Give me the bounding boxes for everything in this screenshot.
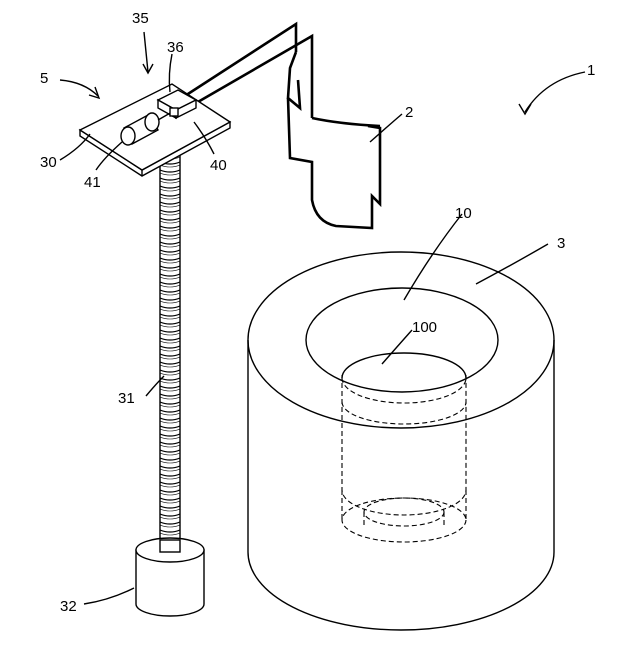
label-stage-unit: 5 <box>40 70 48 87</box>
label-plate: 30 <box>40 154 57 171</box>
crucible-rim <box>312 118 380 126</box>
leader-1 <box>525 72 585 112</box>
chamber-hidden-lines <box>342 375 466 542</box>
label-motor: 32 <box>60 598 77 615</box>
screw-shaft <box>160 150 180 550</box>
arm-upper-rod <box>174 24 296 103</box>
label-furnace: 3 <box>557 235 565 252</box>
reference-labels: 1 2 3 5 10 100 30 31 32 35 36 40 41 <box>40 10 595 615</box>
furnace-outer-wall <box>248 340 554 630</box>
label-screw-shaft: 31 <box>118 390 135 407</box>
label-joint-unit: 35 <box>132 10 149 27</box>
crucible-body <box>288 98 380 228</box>
furnace <box>248 252 554 630</box>
mold-visible-top <box>342 353 466 378</box>
leader-100 <box>382 330 412 364</box>
motor <box>136 538 204 616</box>
crucible-left-lip <box>288 52 300 108</box>
label-chamber: 10 <box>455 205 472 222</box>
label-joint: 36 <box>167 39 184 56</box>
furnace-top-rim <box>248 252 554 428</box>
leader-3 <box>476 244 548 284</box>
label-mold: 100 <box>412 319 437 336</box>
stage-unit <box>80 84 230 616</box>
label-bearing: 40 <box>210 157 227 174</box>
leader-32 <box>84 588 134 604</box>
leader-5 <box>60 80 98 96</box>
label-device: 1 <box>587 62 595 79</box>
label-actuator: 41 <box>84 174 101 191</box>
furnace-inner-opening <box>306 288 498 392</box>
label-crucible: 2 <box>405 104 413 121</box>
mold <box>342 353 466 424</box>
